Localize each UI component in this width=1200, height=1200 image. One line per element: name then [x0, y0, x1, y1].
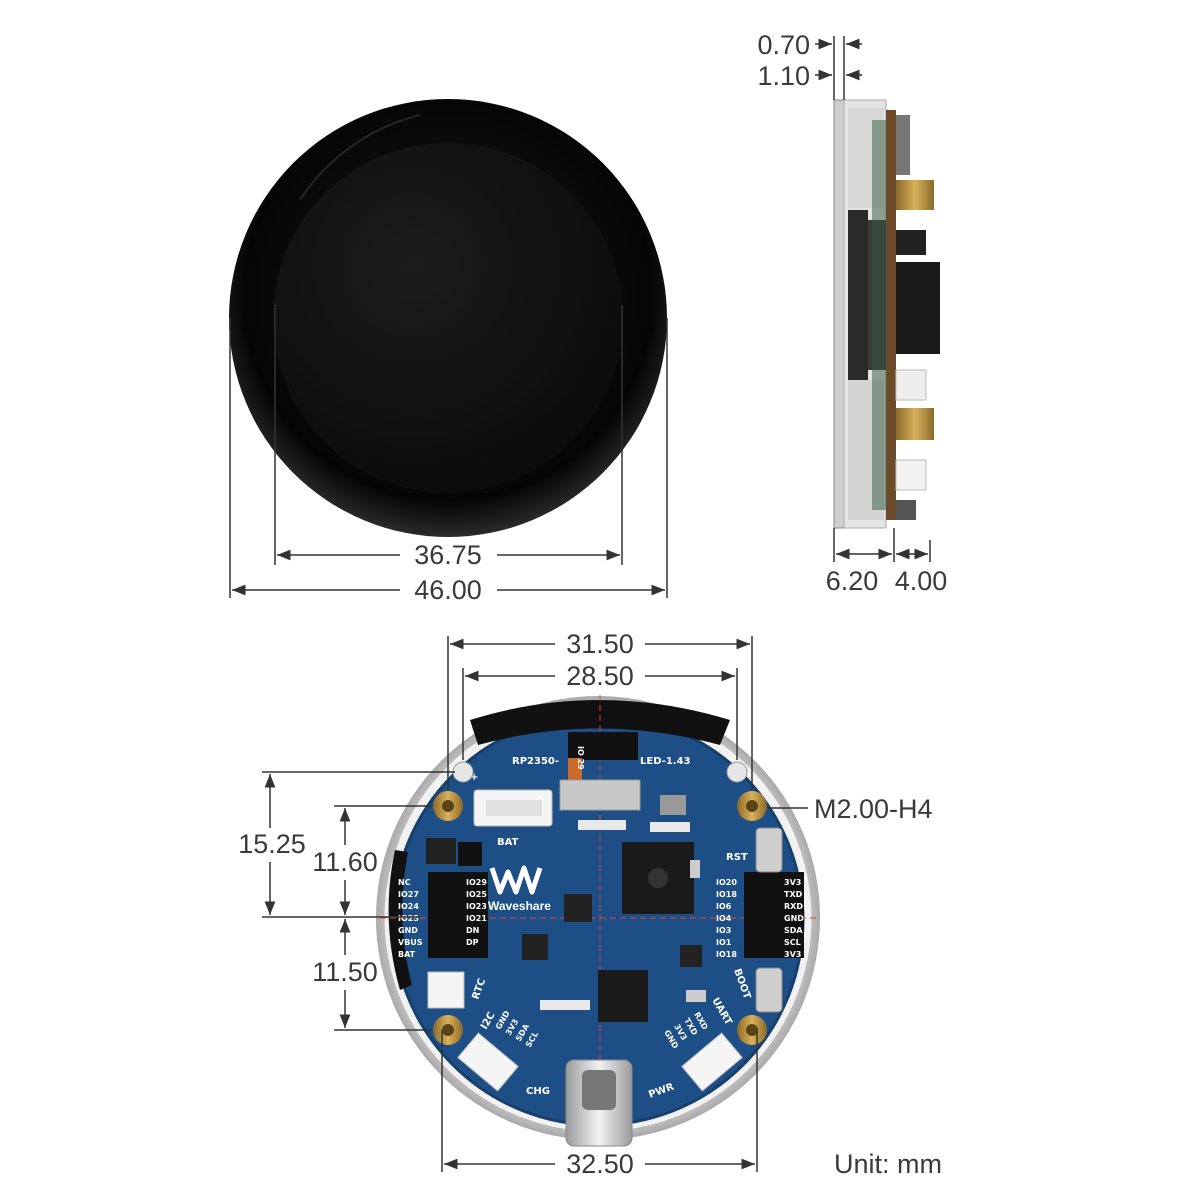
svg-text:GND: GND [398, 926, 418, 935]
side-brass-standoff-top [896, 180, 934, 210]
svg-text:IO1: IO1 [716, 938, 732, 947]
i2c-connector [457, 1032, 519, 1092]
svg-text:SDA: SDA [784, 926, 803, 935]
side-brass-standoff-bottom [896, 408, 934, 440]
svg-text:IO21: IO21 [466, 914, 487, 923]
io29-label: IO 29 [576, 746, 585, 770]
rtc-connector [427, 971, 465, 1009]
svg-text:RXD: RXD [784, 902, 803, 911]
svg-text:3V3: 3V3 [784, 878, 801, 887]
chg-label: CHG [526, 1086, 550, 1097]
svg-text:IO29: IO29 [466, 878, 487, 887]
lower-offset-label: 11.50 [312, 957, 378, 987]
back-view: IO 29 RP2350- LED-1.43 BAT + − [376, 695, 820, 1147]
left-pin-labels: NC IO27 IO24 IO25 GND VBUS BAT IO29 IO25… [398, 878, 487, 959]
unit-label: Unit: mm [834, 1149, 942, 1179]
right-pin-labels: IO20 IO18 IO6 IO4 IO3 IO1 IO18 3V3 TXD R… [716, 878, 804, 959]
side-glass [833, 99, 845, 529]
active-area-width-label: 36.75 [414, 540, 482, 570]
right-pin-header [744, 872, 774, 958]
mount-hole-bottom-left [433, 1015, 463, 1045]
mount-hole-top-left [433, 791, 463, 821]
upper-offset-left-label: 15.25 [238, 829, 306, 859]
outer-diameter-label: 46.00 [414, 575, 482, 605]
svg-text:IO18: IO18 [716, 890, 737, 899]
hole-spec-label: M2.00-H4 [814, 794, 933, 824]
svg-text:−: − [536, 792, 544, 803]
front-view: 36.75 46.00 [229, 99, 668, 605]
waveshare-logo: Waveshare [488, 865, 551, 913]
svg-text:DN: DN [466, 926, 479, 935]
svg-text:TXD: TXD [784, 890, 803, 899]
board-thickness-label: 4.00 [895, 566, 948, 596]
side-pcb [886, 110, 896, 520]
boot-button [755, 967, 783, 1013]
svg-text:IO27: IO27 [398, 890, 419, 899]
mount-spacing-inner-label: 28.50 [566, 661, 634, 691]
svg-text:IO3: IO3 [716, 926, 731, 935]
svg-text:SCL: SCL [784, 938, 801, 947]
uart-connector [681, 1032, 743, 1092]
svg-text:BAT: BAT [398, 950, 416, 959]
brand-label: Waveshare [488, 899, 551, 913]
svg-text:IO23: IO23 [466, 902, 487, 911]
rst-label: RST [726, 852, 748, 863]
svg-text:GND: GND [784, 914, 804, 923]
svg-text:NC: NC [398, 878, 411, 887]
display-active-area [273, 143, 623, 493]
svg-text:IO20: IO20 [716, 878, 737, 887]
model-right-label: LED-1.43 [640, 756, 691, 767]
top-gap-1-label: 0.70 [757, 30, 810, 60]
top-gap-2-label: 1.10 [757, 61, 810, 91]
mount-hole-top-right [737, 791, 767, 821]
mount-spacing-outer-label: 31.50 [566, 629, 634, 659]
bottom-width-label: 32.50 [566, 1149, 634, 1179]
side-view: 0.70 1.10 6.20 4.00 [757, 30, 947, 596]
svg-text:VBUS: VBUS [398, 938, 423, 947]
svg-text:IO4: IO4 [716, 914, 732, 923]
model-left-label: RP2350- [512, 756, 559, 767]
svg-text:IO25: IO25 [466, 890, 487, 899]
glass-thickness-label: 6.20 [826, 566, 879, 596]
svg-text:3V3: 3V3 [784, 950, 801, 959]
svg-text:+: + [470, 772, 478, 783]
svg-text:IO18: IO18 [716, 950, 737, 959]
svg-text:IO6: IO6 [716, 902, 732, 911]
svg-text:DP: DP [466, 938, 479, 947]
upper-offset-inner-label: 11.60 [312, 847, 378, 877]
back-dimensions: 31.50 28.50 15.25 11.60 11.50 M2.00-H4 3… [238, 629, 932, 1179]
svg-text:IO24: IO24 [398, 902, 419, 911]
svg-text:IO25: IO25 [398, 914, 419, 923]
fpc-connector [568, 732, 638, 760]
rst-button [755, 827, 783, 873]
side-usb-connector [896, 262, 940, 354]
mount-hole-bottom-right [737, 1015, 767, 1045]
bat-label: BAT [497, 837, 519, 848]
flash-chip [598, 970, 648, 1022]
left-pin-header [428, 872, 458, 958]
